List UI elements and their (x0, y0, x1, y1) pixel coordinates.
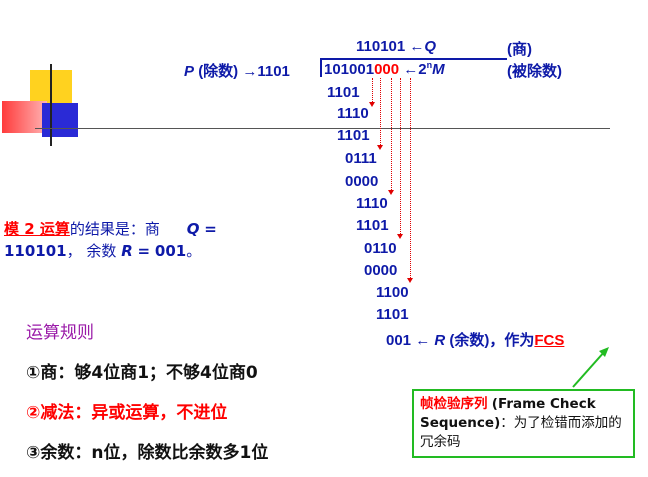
quotient-var: Q (424, 38, 437, 55)
fcs-term: FCS (534, 332, 565, 349)
divisor-line: P (除数) →1101 (184, 60, 290, 81)
mod2-r-value: 001 (154, 242, 187, 260)
decor-horizontal-line (35, 128, 610, 129)
step-2: 1110 (337, 105, 369, 122)
mod2-keyword: 模 2 运算 (4, 220, 70, 238)
step-11: 1101 (376, 306, 409, 323)
dividend-main: 101001 (324, 61, 375, 78)
mod2-r-var: R (121, 242, 133, 260)
quotient-value: 110101 (356, 38, 406, 55)
dividend-zeros: 000 (374, 61, 400, 78)
guide-arrowhead-3 (388, 190, 394, 195)
guide-arrow-line-1 (372, 78, 373, 102)
step-3: 1101 (337, 127, 370, 144)
dividend: 101001000 ←2nM (324, 60, 445, 78)
dividend-var: M (432, 61, 445, 78)
step-5: 0000 (345, 173, 379, 190)
mod2-result-line1: 模 2 运算的结果是：商 Q = (4, 218, 217, 240)
mod2-eq2: = (137, 242, 151, 260)
step-9: 0000 (364, 262, 398, 279)
mod2-text2: ， 余数 (66, 242, 117, 260)
quotient-label: (商) (507, 41, 532, 58)
guide-arrow-line-2 (380, 78, 381, 145)
step-7: 1101 (356, 217, 389, 234)
guide-arrowhead-1 (369, 102, 375, 107)
decor-blue-square (42, 103, 78, 137)
step-10: 1100 (376, 284, 409, 301)
mod2-result-line2: 110101， 余数 R = 001。 (4, 240, 201, 262)
guide-arrowhead-2 (377, 145, 383, 150)
remainder-arrow: ← (415, 332, 431, 349)
dividend-label: (被除数) (507, 63, 562, 80)
remainder-label: (余数)，作为 (449, 332, 535, 349)
rule-item-3: ③余数：n位，除数比余数多1位 (26, 443, 269, 463)
decor-red-rect (2, 101, 47, 133)
fcs-pointer-arrow (572, 347, 609, 388)
dividend-exp: n (426, 60, 433, 70)
fcs-note-title: 帧检验序列 (420, 396, 488, 412)
remainder-line: 001 ← R (余数)，作为FCS (386, 329, 564, 350)
guide-arrow-line-5 (410, 78, 411, 278)
step-6: 1110 (356, 195, 388, 212)
division-bracket (320, 58, 322, 77)
divisor-arrow: → (242, 63, 258, 80)
guide-arrow-line-3 (391, 78, 392, 190)
remainder-var: R (434, 332, 446, 349)
step-8: 0110 (364, 240, 397, 257)
mod2-text1: 的结果是：商 (69, 220, 160, 238)
fcs-note-desc: ：为了检错而添加的冗余码 (420, 415, 622, 450)
dividend-arrow: ← (403, 61, 419, 78)
mod2-period: 。 (186, 242, 202, 260)
guide-arrowhead-4 (397, 234, 403, 239)
rules-title: 运算规则 (26, 323, 94, 343)
remainder-value: 001 (386, 332, 412, 349)
divisor-value: 1101 (257, 63, 290, 80)
dividend-prefix: 2 (418, 61, 427, 78)
decor-vertical-line (50, 64, 52, 146)
division-bar (321, 58, 507, 60)
divisor-var: P (184, 63, 195, 80)
step-4: 0111 (345, 150, 377, 167)
rule-item-1: ①商：够4位商1；不够4位商0 (26, 363, 258, 383)
guide-arrowhead-5 (407, 278, 413, 283)
rule-item-2: ②减法：异或运算，不进位 (26, 403, 228, 423)
guide-arrow-line-4 (400, 78, 401, 234)
mod2-eq: = (204, 220, 217, 238)
quotient-arrow: ← (409, 38, 425, 55)
mod2-q-value: 110101 (4, 242, 67, 260)
quotient-line: 110101 ←Q (356, 38, 436, 55)
fcs-note-english: (Frame Check Sequence) (420, 396, 596, 431)
fcs-note-box: 帧检验序列 (Frame Check Sequence)：为了检错而添加的冗余码 (412, 389, 635, 458)
step-1: 1101 (327, 84, 360, 101)
divisor-label: (除数) (198, 63, 239, 80)
mod2-q-var: Q (186, 220, 200, 238)
